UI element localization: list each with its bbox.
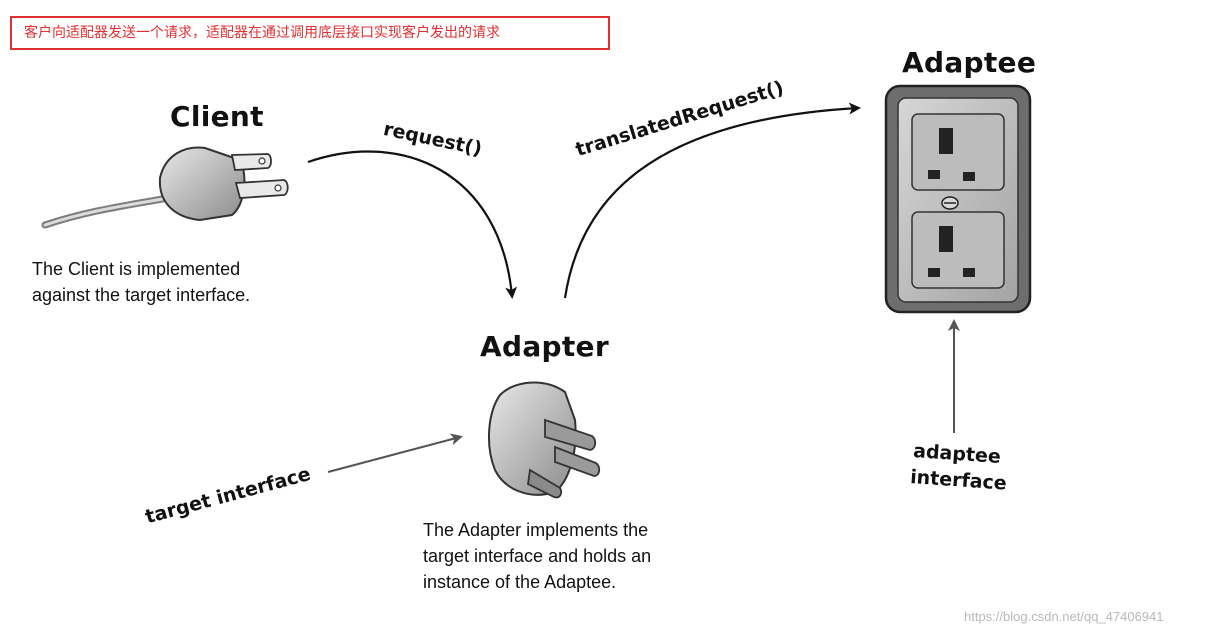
adapter-description-line: instance of the Adaptee.	[423, 572, 617, 592]
client-description-line: The Client is implemented	[32, 259, 241, 279]
target-interface-arrow	[327, 433, 463, 473]
watermark: https://blog.csdn.net/qq_47406941	[964, 609, 1164, 624]
caption-banner: 客户向适配器发送一个请求，适配器在通过调用底层接口实现客户发出的请求	[10, 16, 610, 50]
adapter-description-line: The Adapter implements the	[423, 520, 649, 540]
adaptee-title: Adaptee	[902, 46, 1037, 79]
client-description-line: against the target interface.	[32, 285, 251, 305]
client-title: Client	[170, 100, 264, 133]
translated-request-arrow	[563, 102, 861, 299]
adaptee-outlet-illustration	[884, 84, 1032, 314]
adapter-description: The Adapter implements the target interf…	[423, 517, 651, 595]
adapter-description-line: target interface and holds an	[423, 546, 652, 566]
request-arrow	[307, 150, 518, 299]
adapter-plug-illustration	[488, 381, 601, 499]
client-description: The Client is implemented against the ta…	[32, 256, 250, 308]
client-plug-illustration	[41, 146, 289, 229]
adapter-title: Adapter	[480, 330, 609, 363]
